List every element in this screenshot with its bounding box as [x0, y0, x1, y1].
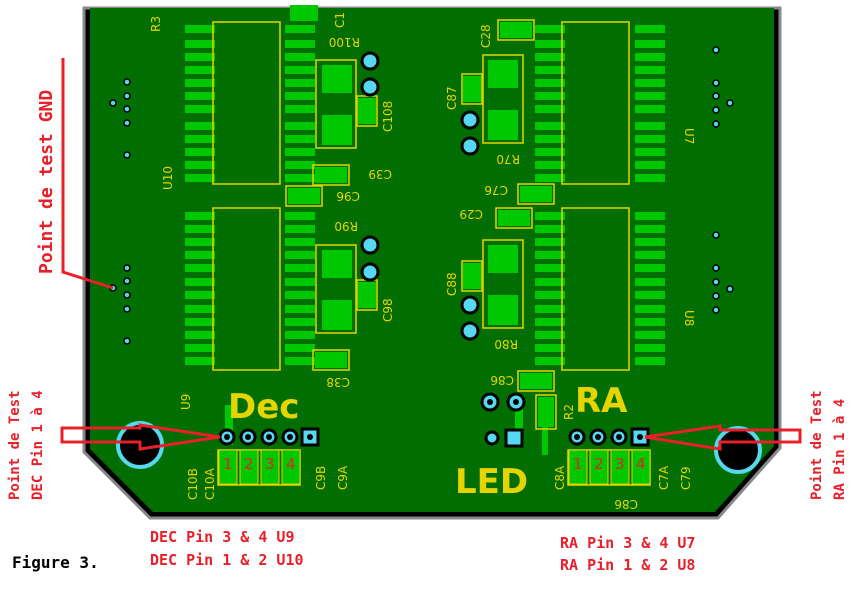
label-r90: R90	[334, 219, 358, 233]
label-c39: C39	[368, 167, 392, 181]
label-u7: U7	[682, 128, 696, 144]
label-c8a: C8A	[553, 465, 567, 490]
dec-mapping-line1: DEC Pin 3 & 4 U9	[150, 528, 295, 546]
label-c28: C28	[479, 24, 493, 48]
label-c96: C96	[336, 189, 360, 203]
label-c7a: C7A	[657, 465, 671, 490]
label-r2: R2	[562, 404, 576, 420]
label-r80: R80	[494, 337, 518, 351]
label-u9: U9	[179, 394, 193, 410]
label-c108: C108	[381, 101, 395, 132]
label-c38: C38	[326, 375, 350, 389]
ra-pin-4: 4	[636, 455, 646, 473]
label-c76: C76	[484, 183, 508, 197]
dec-pin-4: 4	[286, 455, 296, 473]
annotation-arrows	[60, 58, 802, 451]
label-c98: C98	[381, 298, 395, 322]
dec-title: Dec	[228, 387, 299, 427]
label-c88: C88	[445, 272, 459, 296]
dec-test-point-line2: DEC Pin 1 à 4	[30, 390, 46, 500]
led-label: LED	[455, 462, 528, 502]
label-r3: R3	[149, 16, 163, 32]
label-u10: U10	[161, 166, 175, 190]
label-c9b: C9B	[314, 466, 328, 490]
label-c86-top: C86	[490, 373, 514, 387]
label-u8: U8	[682, 310, 696, 326]
ra-title: RA	[575, 381, 628, 421]
silkscreen-labels: Dec RA LED 1 2 3 4 1 2 3 4 U10 U9 U7 U8 …	[149, 12, 696, 511]
ra-mapping-line1: RA Pin 3 & 4 U7	[560, 534, 696, 552]
label-c29: C29	[459, 207, 483, 221]
dec-test-point-line1: Point de Test	[7, 390, 23, 500]
silkscreen-outlines	[212, 19, 651, 486]
ra-pin-1: 1	[573, 455, 583, 473]
label-c10a: C10A	[203, 467, 217, 500]
ra-pin-2: 2	[594, 455, 604, 473]
label-c10b: C10B	[186, 468, 200, 500]
dec-pin-3: 3	[265, 455, 275, 473]
dec-pin-2: 2	[244, 455, 254, 473]
dec-pin-1: 1	[223, 455, 233, 473]
ra-mapping-line2: RA Pin 1 & 2 U8	[560, 556, 696, 574]
dec-test-header	[218, 51, 651, 485]
label-c1: C1	[333, 12, 347, 28]
label-r70: R70	[496, 152, 520, 166]
ra-pin-3: 3	[615, 455, 625, 473]
label-c9a: C9A	[336, 465, 350, 490]
label-c79: C79	[679, 466, 693, 490]
label-c86-bottom: C86	[614, 497, 638, 511]
gnd-test-point-label: Point de test GND	[36, 89, 57, 274]
copper-layer	[185, 5, 665, 455]
dec-mapping-line2: DEC Pin 1 & 2 U10	[150, 551, 304, 569]
figure-caption: Figure 3.	[12, 553, 99, 572]
label-c87: C87	[445, 86, 459, 110]
ra-test-point-line1: Point de Test	[809, 390, 825, 500]
ra-test-point-line2: RA Pin 1 à 4	[832, 398, 848, 500]
label-r100: R100	[329, 35, 360, 49]
board-substrate	[90, 8, 774, 512]
